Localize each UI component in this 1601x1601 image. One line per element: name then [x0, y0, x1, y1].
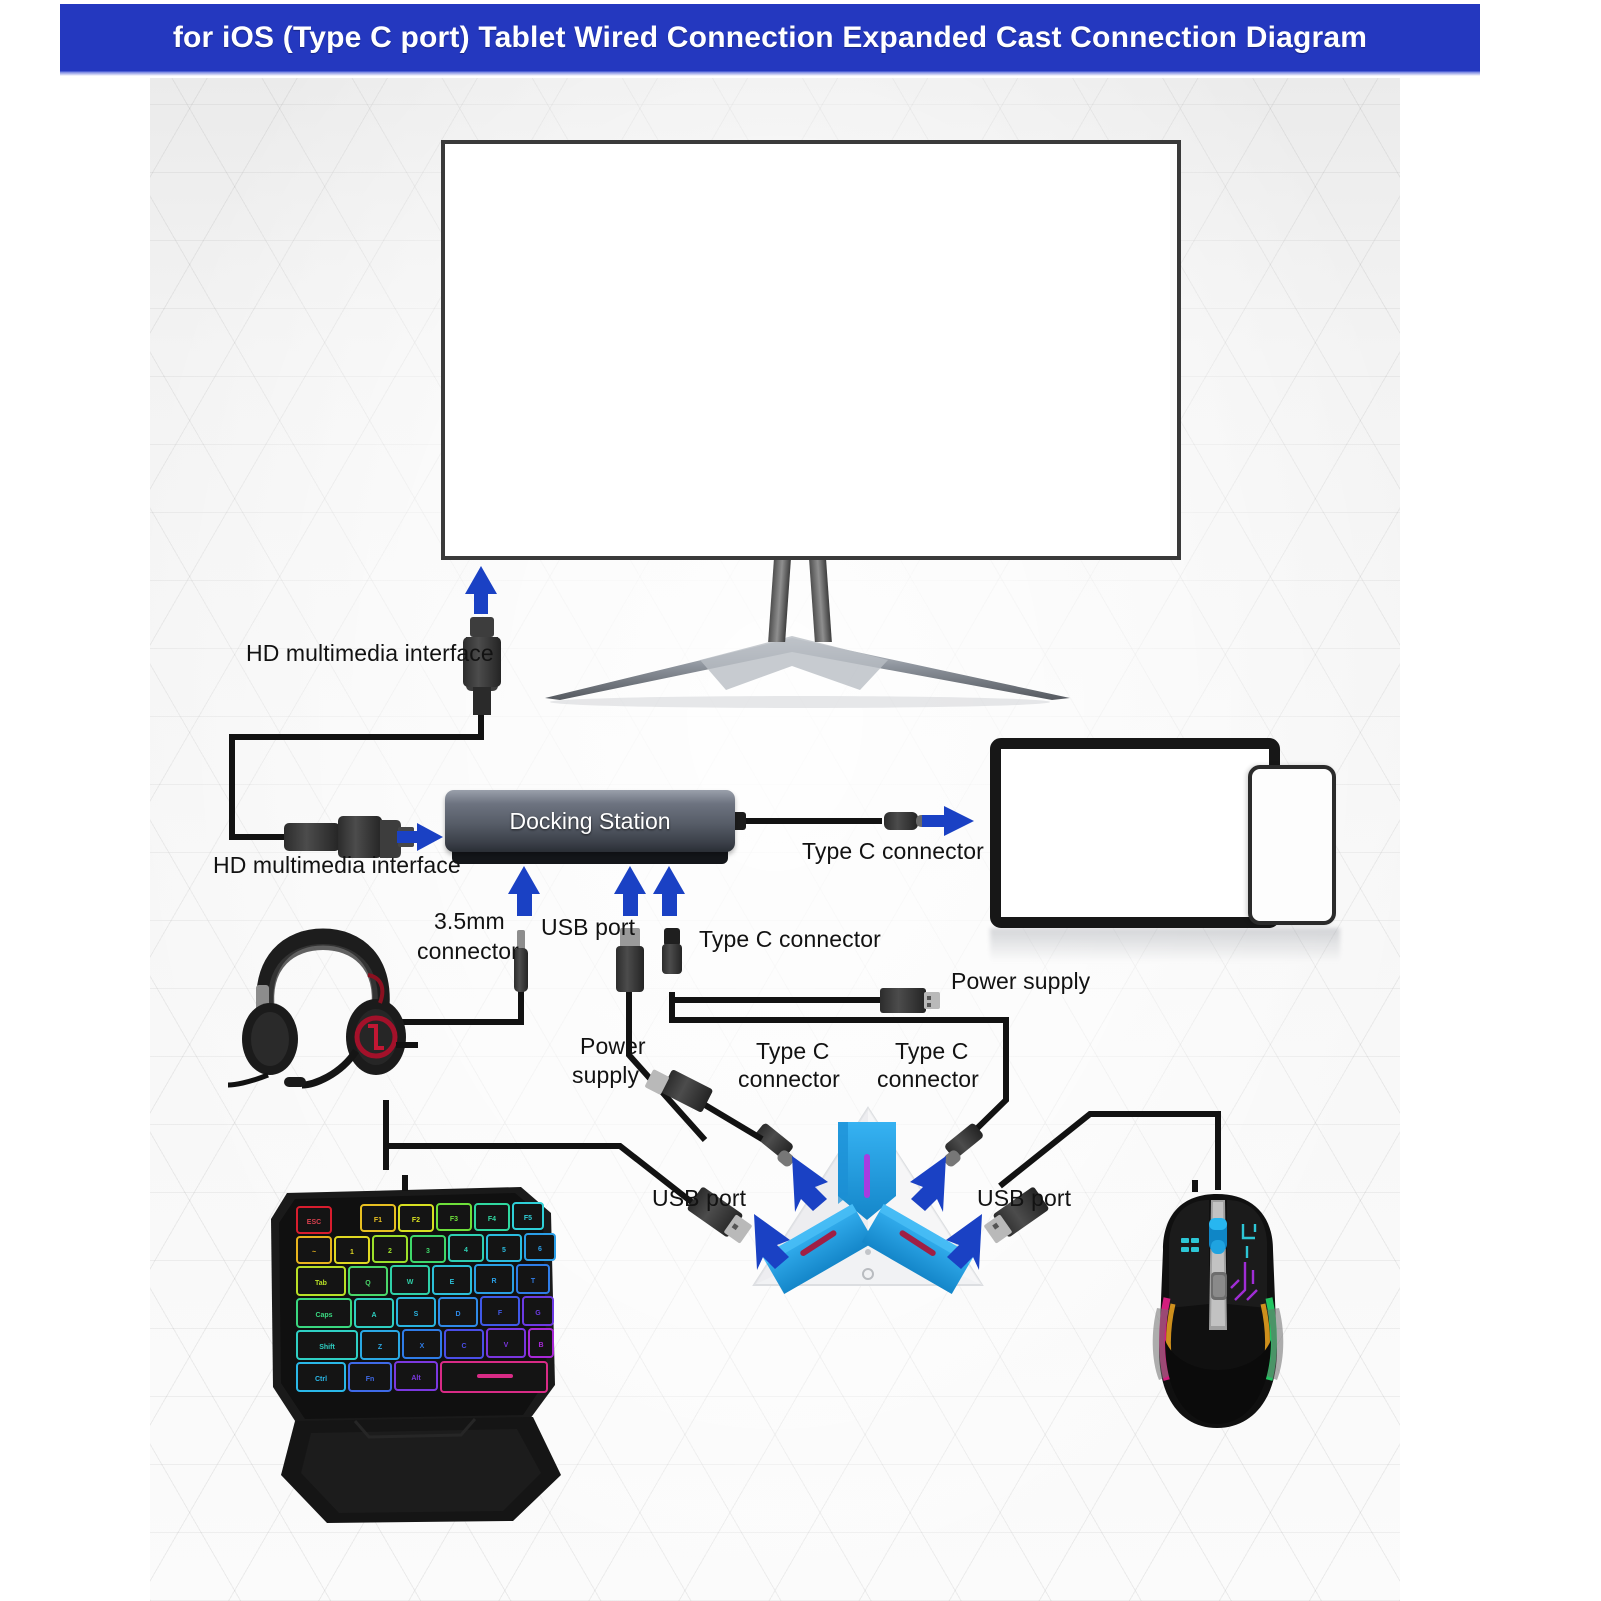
label-power-supply-dock: Power supply — [951, 968, 1091, 994]
svg-text:F4: F4 — [488, 1216, 496, 1223]
arrow-up-monitor — [465, 566, 497, 614]
label-typec-tablet: Type C connector — [802, 838, 984, 864]
svg-text:F5: F5 — [524, 1215, 532, 1222]
label-hdmi-monitor: HD multimedia interface — [246, 640, 494, 666]
svg-text:R: R — [491, 1278, 496, 1285]
svg-text:Z: Z — [378, 1344, 383, 1351]
gaming-headset — [228, 928, 418, 1089]
svg-text:5: 5 — [502, 1247, 506, 1254]
hub-usb-left — [687, 1187, 752, 1243]
arrow-hub-right-typec — [910, 1156, 946, 1212]
tablet-reflection — [990, 928, 1340, 962]
svg-text:B: B — [538, 1342, 543, 1349]
label-usb-port-dock: USB port — [541, 914, 636, 940]
svg-text:2: 2 — [388, 1248, 392, 1255]
hub-typec-left — [645, 1069, 794, 1167]
phone — [1248, 765, 1336, 925]
svg-text:F2: F2 — [412, 1217, 420, 1224]
label-power-hub-line1: Power — [580, 1033, 646, 1059]
svg-text:4: 4 — [464, 1247, 468, 1254]
svg-text:F: F — [498, 1310, 503, 1317]
svg-text:~: ~ — [312, 1249, 316, 1256]
svg-text:Fn: Fn — [366, 1376, 375, 1383]
svg-text:6: 6 — [538, 1246, 542, 1253]
svg-text:F3: F3 — [450, 1216, 458, 1223]
usb-power-supply-plug — [880, 988, 940, 1013]
svg-text:1: 1 — [350, 1249, 354, 1256]
svg-text:T: T — [531, 1278, 536, 1285]
label-35mm-line1: 3.5mm — [434, 908, 505, 934]
usb-plug-dock — [616, 928, 644, 992]
hub-typec-right — [944, 1123, 983, 1167]
svg-text:3: 3 — [426, 1248, 430, 1255]
svg-text:Shift: Shift — [319, 1344, 335, 1351]
arrow-hub-left-typec — [792, 1156, 828, 1212]
svg-text:A: A — [371, 1312, 376, 1319]
label-usb-hub-left: USB port — [652, 1185, 747, 1211]
svg-text:F1: F1 — [374, 1217, 382, 1224]
arrow-right-dock — [397, 823, 443, 851]
hub-port-pads — [762, 1122, 974, 1295]
svg-text:V: V — [504, 1342, 509, 1349]
hub-usb-right — [984, 1187, 1049, 1243]
svg-text:Alt: Alt — [411, 1375, 421, 1382]
label-typec-dock: Type C connector — [699, 926, 881, 952]
rgb-gaming-mouse — [1152, 1180, 1284, 1428]
arrow-hub-right-usb — [946, 1214, 982, 1270]
label-hdmi-dock: HD multimedia interface — [213, 852, 461, 878]
arrows-into-dock — [508, 866, 685, 916]
svg-text:W: W — [407, 1279, 414, 1286]
svg-text:S: S — [414, 1311, 419, 1318]
svg-text:E: E — [450, 1279, 455, 1286]
label-typec-hub-left-line1: Type C — [756, 1038, 830, 1064]
svg-text:ESC: ESC — [307, 1219, 321, 1226]
svg-text:X: X — [420, 1343, 425, 1350]
label-typec-hub-right-line2: connector — [877, 1066, 979, 1092]
svg-text:G: G — [535, 1310, 541, 1317]
svg-text:Q: Q — [365, 1280, 371, 1287]
label-usb-hub-right: USB port — [977, 1185, 1072, 1211]
page-title: for iOS (Type C port) Tablet Wired Conne… — [172, 21, 1368, 54]
label-typec-hub-right-line1: Type C — [895, 1038, 969, 1064]
tablet — [990, 738, 1280, 928]
docking-station-foot — [452, 849, 728, 864]
monitor-base-shape — [545, 636, 1070, 708]
svg-text:D: D — [455, 1311, 460, 1318]
jack-35mm-plug — [514, 930, 528, 992]
rgb-keyboard: ESC F1 F2 F3 F4 F5 ~ 1 2 3 4 5 6 — [271, 1175, 561, 1523]
typec-plug-dock-small — [662, 928, 682, 974]
arrow-hub-left-usb — [754, 1214, 790, 1270]
label-power-hub-line2: supply — [572, 1062, 640, 1088]
svg-text:Tab: Tab — [315, 1280, 327, 1287]
monitor-screen — [441, 140, 1181, 560]
title-bar: for iOS (Type C port) Tablet Wired Conne… — [60, 4, 1480, 76]
arrow-right-tablet — [922, 806, 974, 836]
docking-station-label: Docking Station — [509, 807, 671, 834]
label-35mm-line2: connector — [417, 938, 519, 964]
docking-station: Docking Station — [445, 790, 735, 852]
hdmi-plug-monitor — [463, 617, 501, 715]
svg-text:C: C — [461, 1343, 466, 1350]
svg-text:Caps: Caps — [315, 1312, 332, 1319]
label-typec-hub-left-line2: connector — [738, 1066, 840, 1092]
svg-text:Ctrl: Ctrl — [315, 1376, 327, 1383]
